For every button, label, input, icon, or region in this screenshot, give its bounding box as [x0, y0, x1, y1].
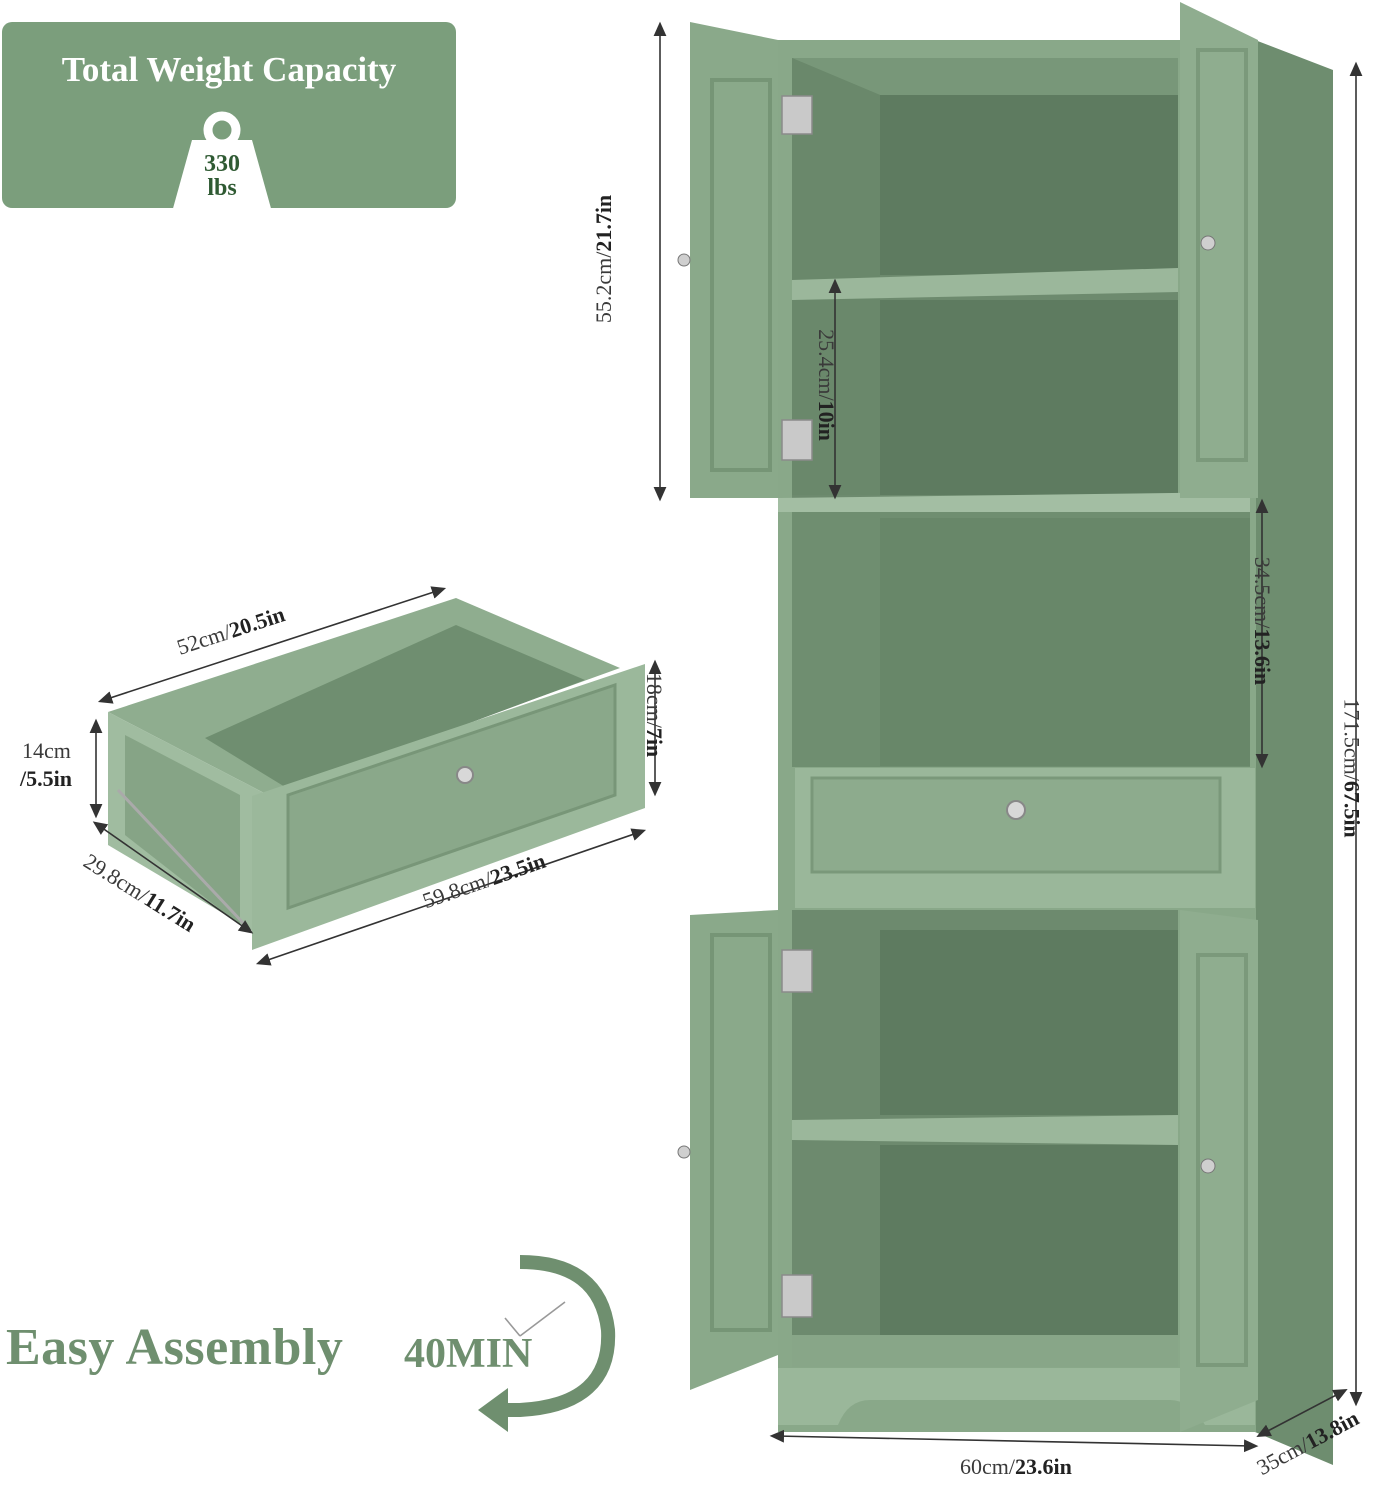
cabinet-width-label: 60cm/23.6in: [960, 1454, 1072, 1479]
hinge-icon: [781, 419, 813, 461]
door-knob: [677, 1145, 691, 1159]
drawer-height-cm-label: 14cm: [22, 738, 71, 763]
weight-icon: [172, 111, 272, 212]
shelf-gap-label: 25.4cm/10in: [813, 329, 839, 441]
upper-left-door: [690, 22, 778, 498]
drawer-knob: [1006, 800, 1026, 820]
cabinet-side-panel: [1255, 40, 1333, 1465]
open-height-label: 34.5cm/13.6in: [1250, 556, 1276, 686]
upper-shelf: [792, 268, 1178, 300]
door-knob: [677, 253, 691, 267]
upper-height-label: 55.2cm/21.7in: [591, 194, 617, 324]
clock-arrow-icon: [478, 1255, 616, 1432]
assembly-time-label: 40MIN: [404, 1331, 533, 1377]
lower-shelf: [792, 1115, 1178, 1145]
dimension-lines: [89, 21, 1363, 1453]
hinge-icon: [781, 949, 813, 993]
hinge-icon: [781, 95, 813, 135]
cabinet-base: [778, 1368, 1255, 1425]
middle-shelf: [778, 492, 1250, 512]
hinge-icon: [781, 1274, 813, 1318]
door-knob: [1200, 1158, 1216, 1174]
cabinet: [677, 2, 1333, 1465]
weight-capacity-badge: Total Weight Capacity 330 lbs: [2, 22, 456, 212]
lower-left-door: [690, 910, 778, 1390]
weight-capacity-title: Total Weight Capacity: [61, 50, 397, 89]
drawer-height-in-label: /5.5in: [20, 766, 72, 791]
door-knob: [1200, 235, 1216, 251]
drawer-knob: [456, 766, 474, 784]
hinges: [781, 95, 813, 1318]
weight-capacity-value: 330 lbs: [204, 151, 240, 201]
easy-assembly-label: Easy Assembly: [6, 1319, 344, 1376]
drawer-front-height-label: 18cm/7in: [642, 672, 668, 758]
total-height-label: 171.5cm/67.5in: [1339, 698, 1365, 838]
